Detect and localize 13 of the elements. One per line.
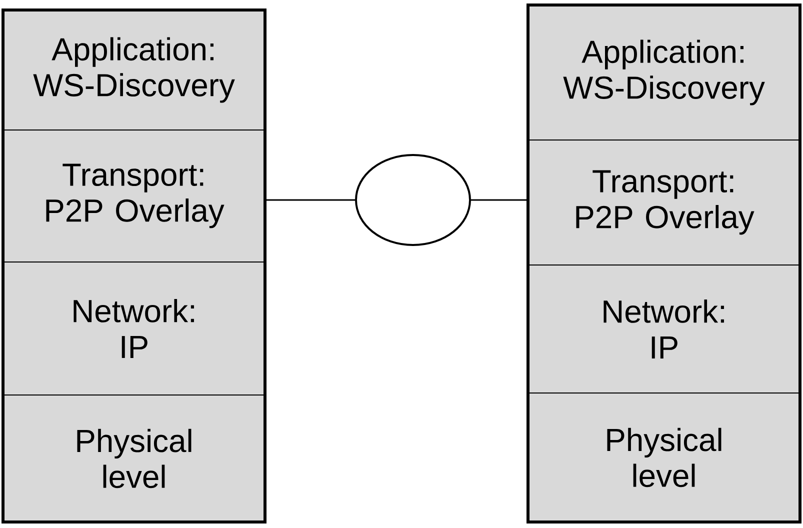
layer-stack bbox=[2, 8, 266, 524]
layer-box: Network: IP bbox=[2, 261, 266, 396]
layer-box: Physical level bbox=[2, 394, 266, 522]
layer-box: Physical level bbox=[528, 392, 800, 522]
network-circle bbox=[355, 154, 471, 246]
connector-line bbox=[266, 199, 355, 201]
layer-box: Application: WS-Discovery bbox=[2, 10, 266, 130]
layer-box: Application: WS-Discovery bbox=[528, 4, 800, 140]
layer-box: Transport: P2P Overlay bbox=[528, 139, 800, 266]
connector-line bbox=[471, 199, 528, 201]
layer-box: Network: IP bbox=[528, 264, 800, 394]
layer-box: Transport: P2P Overlay bbox=[2, 129, 266, 262]
layer-stack bbox=[526, 4, 802, 524]
